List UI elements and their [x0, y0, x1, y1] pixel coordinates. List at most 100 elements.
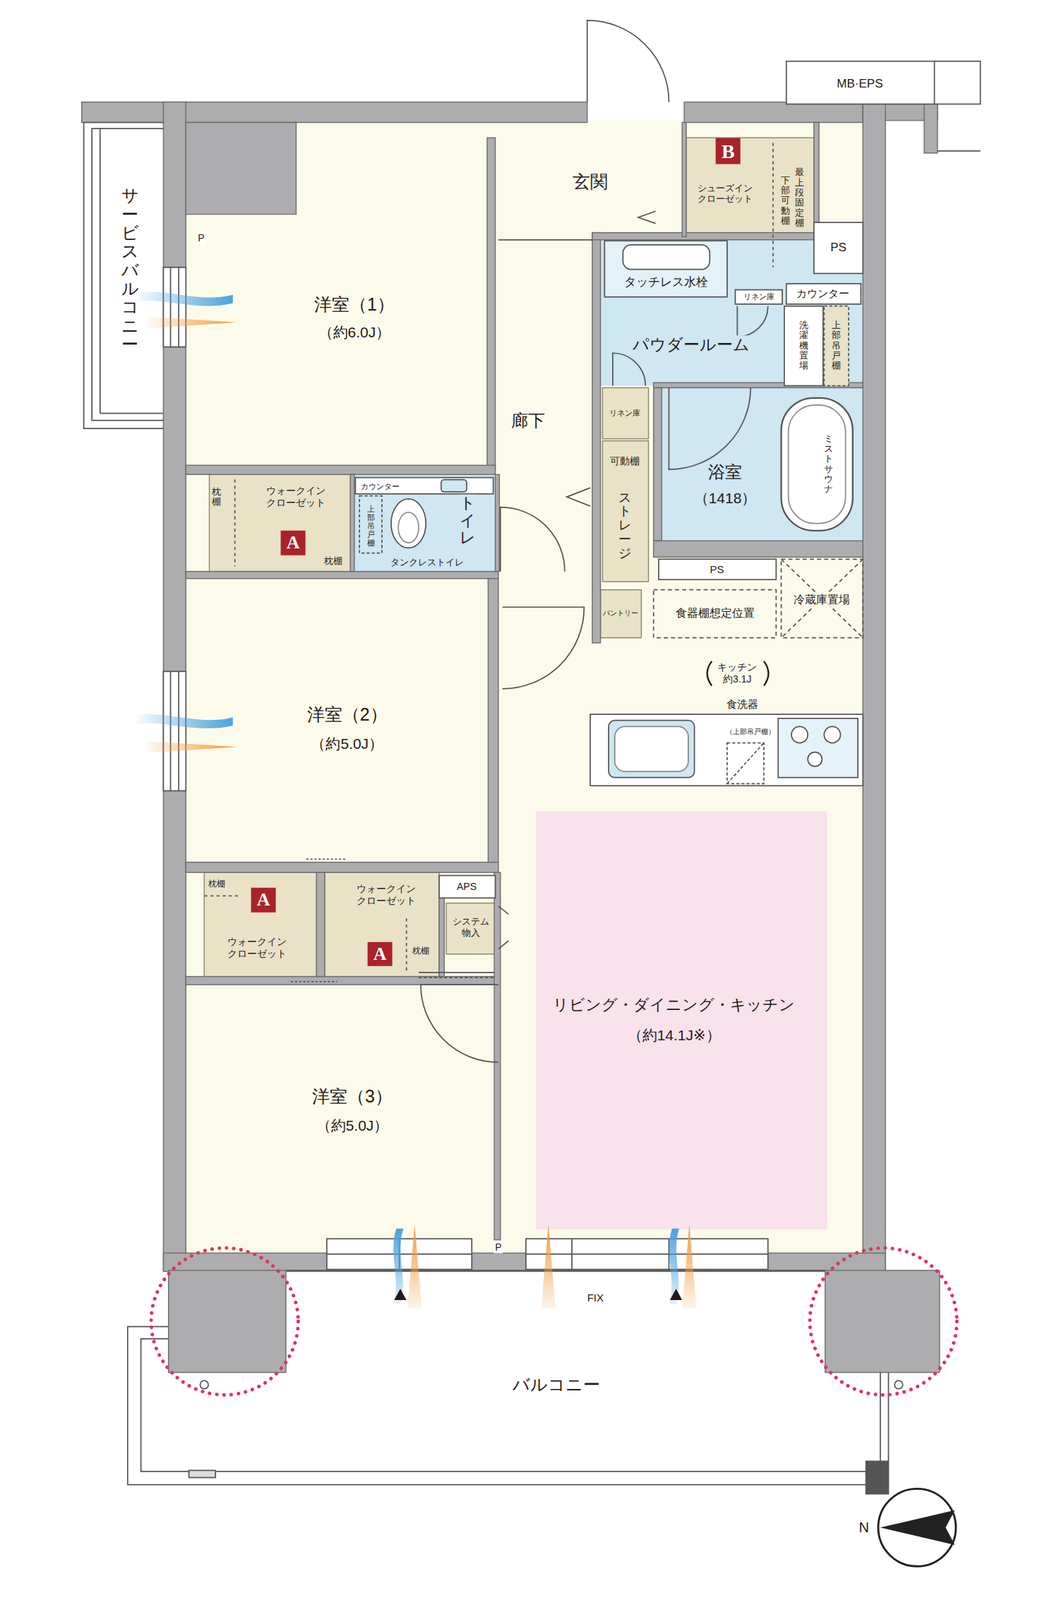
thin-lines-part	[772, 142, 774, 267]
aps-box: APS	[439, 875, 496, 899]
balcony-railing-part	[127, 1327, 867, 1486]
fixtures-part	[727, 743, 764, 785]
walls-part	[487, 137, 496, 470]
windows-part	[177, 671, 180, 791]
fixtures-part	[786, 283, 862, 305]
room-label: パントリー	[602, 609, 639, 618]
doors-part	[290, 981, 337, 983]
room-label: ミストサウナ	[823, 434, 834, 495]
ventilation-arrows-part	[681, 1224, 697, 1309]
walk-in-closet: ウォークイン クローゼットA枕棚	[324, 872, 440, 977]
floors-part	[185, 120, 863, 1254]
walk-in-closet: 枕棚ウォークイン クローゼットA枕棚	[209, 474, 353, 572]
floors	[185, 120, 863, 1254]
column-markers-part	[151, 1248, 298, 1396]
room-label: キッチン 約3.1J	[714, 661, 761, 686]
linen-cupboard: リネン庫	[602, 387, 649, 439]
thin-lines-part	[786, 61, 981, 105]
room-label: 枕棚	[211, 487, 222, 508]
ventilation-arrows	[132, 291, 697, 1309]
room-label: 上部吊戸棚	[366, 504, 376, 547]
linen-cupboard: リネン庫	[734, 290, 783, 305]
thin-lines-part	[814, 222, 863, 274]
thin-lines-part	[566, 487, 591, 507]
walls-part	[163, 1253, 886, 1272]
thin-lines-part	[498, 239, 593, 241]
room-label: カウンター	[360, 482, 401, 492]
floors-part	[352, 474, 496, 572]
windows-part	[525, 1239, 769, 1270]
room-label: 玄関	[571, 170, 609, 193]
walls-part	[681, 122, 687, 237]
walls-part	[924, 102, 938, 154]
western-room: 洋室（3）（約5.0J）	[204, 984, 495, 1240]
plan-label: N	[857, 1519, 870, 1537]
balcony-railing-part	[879, 1373, 882, 1463]
thin-lines-part	[498, 906, 509, 915]
plan-label: P	[196, 231, 206, 244]
room-label: 下部可動棚	[780, 175, 791, 226]
room-label: パウダールーム	[631, 335, 751, 356]
room-label: ストレージ	[617, 490, 632, 561]
room-label: （約5.0J）	[315, 1116, 390, 1135]
floors-part	[324, 872, 440, 977]
room-label: 浴室	[707, 462, 743, 483]
walls-part	[81, 102, 588, 123]
room-label: カウンター	[795, 287, 851, 301]
balcony-railing-part	[866, 1461, 889, 1494]
thin-lines	[204, 61, 980, 973]
service-balcony-railing	[84, 122, 164, 429]
fixtures-part	[355, 477, 493, 495]
walk-in-closet: 枕棚Aウォークイン クローゼット	[204, 872, 317, 977]
walls	[81, 102, 940, 1374]
bathtub: ミストサウナ	[781, 398, 853, 531]
fixtures-part	[707, 661, 713, 687]
shoe-closet: Bシューズイン クローゼット最上段固定棚下部可動棚	[686, 137, 815, 274]
fixtures-part	[590, 714, 863, 786]
walls-part	[185, 977, 499, 986]
room-label: 可動棚	[609, 455, 641, 468]
room-label: 上部吊戸棚	[830, 320, 842, 371]
room-label: タンクレストイレ	[389, 557, 465, 569]
service-balcony-railing-part	[99, 128, 101, 414]
fixtures-part	[604, 240, 728, 298]
fixtures-part	[727, 743, 764, 785]
thin-lines-part	[658, 559, 776, 580]
plan-label: P	[493, 1241, 503, 1254]
room-label: 洗濯機置場	[798, 320, 810, 371]
room-label: サービスバルコニー	[120, 186, 140, 355]
windows-part	[170, 671, 172, 791]
ventilation-arrows-part	[393, 1289, 406, 1301]
windows-part	[163, 267, 186, 348]
walls-part	[825, 1270, 940, 1374]
balcony-railing-part	[200, 1380, 209, 1390]
walls-part	[495, 474, 500, 572]
plan-label: FIX	[585, 1291, 606, 1305]
room-label: PS	[829, 240, 848, 255]
living-dining-kitchen: リビング・ダイニング・キッチン（約14.1J※）	[535, 811, 827, 1230]
pipe-space: PS	[658, 559, 776, 580]
walls-part	[350, 474, 355, 572]
service-balcony: サービスバルコニー	[100, 128, 160, 414]
fixtures-part	[763, 661, 769, 687]
windows-part	[571, 1239, 573, 1270]
room-label: トイレ	[458, 494, 476, 547]
windows-part	[163, 671, 186, 791]
walls-part	[185, 862, 499, 873]
walls-part	[862, 102, 886, 1271]
badge-letter: B	[715, 137, 741, 164]
room-label: タッチレス水栓	[623, 275, 709, 290]
walls-part	[185, 465, 495, 475]
cupboard-space: 食器棚想定位置	[653, 590, 777, 639]
room-label: バルコニー	[511, 1375, 601, 1396]
walls-part	[163, 102, 186, 1271]
room-label: 枕棚	[323, 555, 344, 567]
room-label: シューズイン クローゼット	[695, 182, 755, 205]
thin-lines-part	[498, 941, 509, 950]
fixtures-part	[807, 752, 822, 767]
fixtures-part	[608, 720, 695, 779]
room-label: システム 物入	[450, 917, 492, 939]
